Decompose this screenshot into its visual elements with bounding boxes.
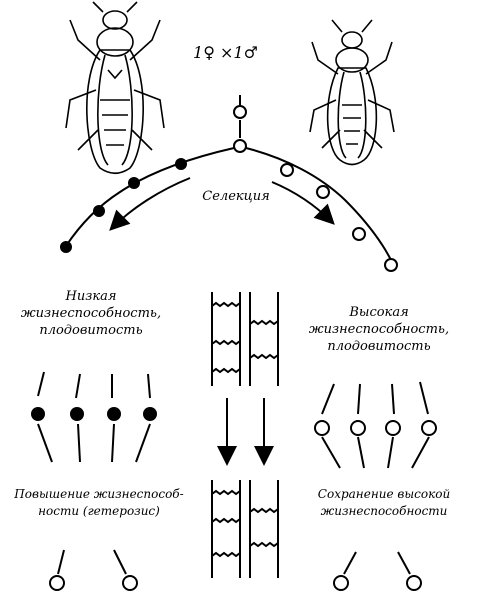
selection-label: Селекция	[196, 188, 276, 205]
high-viability-line3: плодовитость	[327, 339, 431, 354]
female-count: 1	[193, 43, 204, 62]
low-viability-line3: плодовитость	[39, 323, 143, 338]
low-viability-line1: Низкая	[65, 289, 117, 304]
low-line-node	[128, 177, 140, 189]
cross-times: ×	[219, 43, 234, 62]
heterosis-line2: ности (гетерозис)	[38, 504, 160, 518]
chromosome-pair-icon	[211, 292, 279, 386]
high-line-node	[316, 185, 330, 199]
high-viability-line1: Высокая	[349, 305, 409, 320]
maintained-viability-label: Сохранение высокой жизнеспособности	[300, 486, 468, 520]
selection-arrow-right	[271, 181, 335, 225]
offspring-node	[233, 105, 247, 119]
high-line-node	[385, 420, 401, 436]
high-line-node	[352, 227, 366, 241]
hybrid-node	[49, 575, 65, 591]
low-line-node	[175, 158, 187, 170]
low-line-node	[31, 407, 45, 421]
male-fly-icon	[309, 19, 395, 166]
low-line-node	[93, 205, 105, 217]
maintained-viability-line2: жизнеспособности	[320, 504, 448, 518]
female-symbol: ♀	[203, 43, 215, 62]
male-count: 1	[233, 43, 244, 62]
offspring-node	[233, 139, 247, 153]
hybrid-node	[333, 575, 349, 591]
hybrid-node	[406, 575, 422, 591]
low-line-node	[107, 407, 121, 421]
high-viability-label: Высокая жизнеспособность, плодовитость	[304, 304, 454, 355]
hybrid-node	[122, 575, 138, 591]
low-viability-line2: жизнеспособность,	[20, 306, 162, 321]
cross-notation: 1♀ ×1♂	[193, 42, 258, 64]
high-line-node	[350, 420, 366, 436]
low-viability-label: Низкая жизнеспособность, плодовитость	[16, 288, 166, 339]
heterosis-label: Повышение жизнеспособ- ности (гетерозис)	[4, 486, 194, 520]
male-symbol: ♂	[243, 43, 258, 62]
female-fly-icon	[65, 1, 165, 175]
high-viability-line2: жизнеспособность,	[308, 322, 450, 337]
high-line-node	[314, 420, 330, 436]
low-line-node	[70, 407, 84, 421]
maintained-viability-line1: Сохранение высокой	[317, 487, 451, 501]
selection-arrow-left	[109, 177, 191, 231]
low-line-node	[143, 407, 157, 421]
low-line-node	[60, 241, 72, 253]
high-line-node	[384, 258, 398, 272]
high-line-node	[280, 163, 294, 177]
heterosis-line1: Повышение жизнеспособ-	[14, 487, 184, 501]
chromosome-pair-icon	[211, 480, 279, 578]
high-line-node	[421, 420, 437, 436]
selection-label-text: Селекция	[202, 189, 270, 204]
